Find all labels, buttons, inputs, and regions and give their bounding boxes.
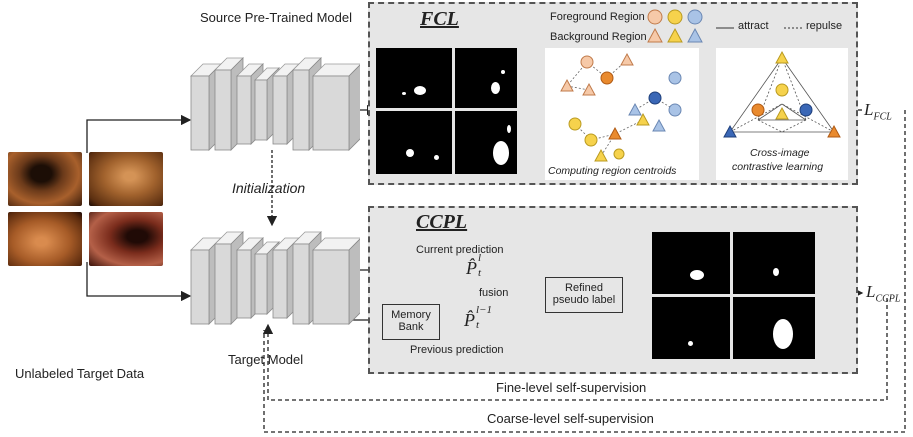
- loss-ccpl-sub: CCPL: [875, 293, 901, 305]
- current-p-sup: l: [478, 252, 482, 264]
- legend-repulse-label: repulse: [806, 20, 843, 32]
- fcl-mask-4: [455, 111, 517, 174]
- target-image-3: [8, 212, 82, 266]
- legend-background-triangles: [647, 27, 703, 43]
- legend-attract-label: attract: [738, 20, 769, 32]
- memory-bank-line2: Bank: [398, 321, 424, 333]
- target-model-label: Target Model: [228, 352, 304, 367]
- arrow-data-to-source: [86, 114, 192, 153]
- target-image-2: [89, 152, 163, 206]
- centroids-caption: Computing region centroids: [548, 165, 677, 177]
- refined-line1: Refined: [565, 282, 603, 294]
- arrow-data-to-target: [86, 262, 192, 302]
- target-model-layers: [190, 231, 360, 325]
- previous-prediction-symbol: P̂ l−1 t: [464, 304, 505, 331]
- contrastive-graph: [723, 50, 841, 138]
- previous-p-sup: l−1: [476, 304, 492, 316]
- legend-foreground-circles: [647, 9, 703, 25]
- fcl-mask-3: [376, 111, 452, 174]
- coarse-level-label: Coarse-level self-supervision: [487, 411, 654, 426]
- source-model-layers: [190, 57, 360, 151]
- coarse-level-feedback-line: [263, 110, 906, 433]
- current-p-base: P̂: [466, 258, 477, 278]
- layer-front-face: [214, 69, 232, 151]
- layer-front-face: [292, 69, 310, 151]
- fcl-mask-2: [455, 48, 517, 108]
- target-image-4: [89, 212, 163, 266]
- previous-prediction-label: Previous prediction: [410, 344, 504, 356]
- refined-line2: pseudo label: [552, 294, 616, 306]
- memory-bank-line1: Memory: [391, 309, 431, 321]
- layer-front-face: [292, 243, 310, 325]
- fine-level-label: Fine-level self-supervision: [496, 380, 647, 395]
- previous-p-sub: t: [476, 319, 480, 331]
- loss-ccpl-base: L: [866, 282, 876, 301]
- fcl-title: FCL: [420, 8, 459, 30]
- legend-line-samples: [716, 27, 802, 29]
- layer-front-face: [272, 75, 288, 145]
- layer-front-face: [190, 75, 210, 151]
- fusion-label: fusion: [479, 287, 509, 299]
- current-p-sub: t: [478, 267, 482, 279]
- layer-side-face: [348, 238, 360, 325]
- layer-front-face: [312, 75, 350, 151]
- layer-front-face: [236, 75, 252, 145]
- unlabeled-data-label: Unlabeled Target Data: [15, 366, 145, 381]
- centroids-graph: [560, 52, 682, 162]
- layer-front-face: [214, 243, 232, 325]
- ccpl-mask-4: [733, 297, 815, 359]
- ccpl-mask-2: [733, 232, 815, 294]
- loss-fcl: LFCL: [864, 100, 892, 122]
- initialization-label: Initialization: [232, 180, 306, 196]
- legend-background-label: Background Region: [550, 31, 647, 43]
- current-prediction-symbol: P̂ l t: [466, 252, 495, 279]
- ccpl-mask-1: [652, 232, 730, 294]
- layer-front-face: [236, 249, 252, 319]
- source-model-label: Source Pre-Trained Model: [200, 10, 352, 25]
- current-prediction-label: Current prediction: [416, 244, 504, 256]
- legend-foreground-label: Foreground Region: [550, 11, 645, 23]
- loss-fcl-sub: FCL: [873, 111, 892, 123]
- previous-p-base: P̂: [464, 310, 475, 330]
- layer-front-face: [254, 79, 268, 141]
- fine-level-feedback-line: [262, 298, 888, 401]
- layer-front-face: [312, 249, 350, 325]
- layer-front-face: [272, 249, 288, 319]
- contrastive-caption-1: Cross-image: [750, 147, 810, 159]
- target-image-1: [8, 152, 82, 206]
- ccpl-title: CCPL: [416, 211, 468, 233]
- memory-bank-box: Memory Bank: [382, 304, 440, 340]
- layer-front-face: [254, 253, 268, 315]
- layer-front-face: [190, 249, 210, 325]
- loss-ccpl: LCCPL: [866, 282, 900, 304]
- loss-fcl-base: L: [864, 100, 874, 119]
- fcl-mask-1: [376, 48, 452, 108]
- layer-side-face: [348, 64, 360, 151]
- ccpl-mask-3: [652, 297, 730, 359]
- refined-pseudo-label-box: Refined pseudo label: [545, 277, 623, 313]
- contrastive-caption-2: contrastive learning: [732, 161, 824, 173]
